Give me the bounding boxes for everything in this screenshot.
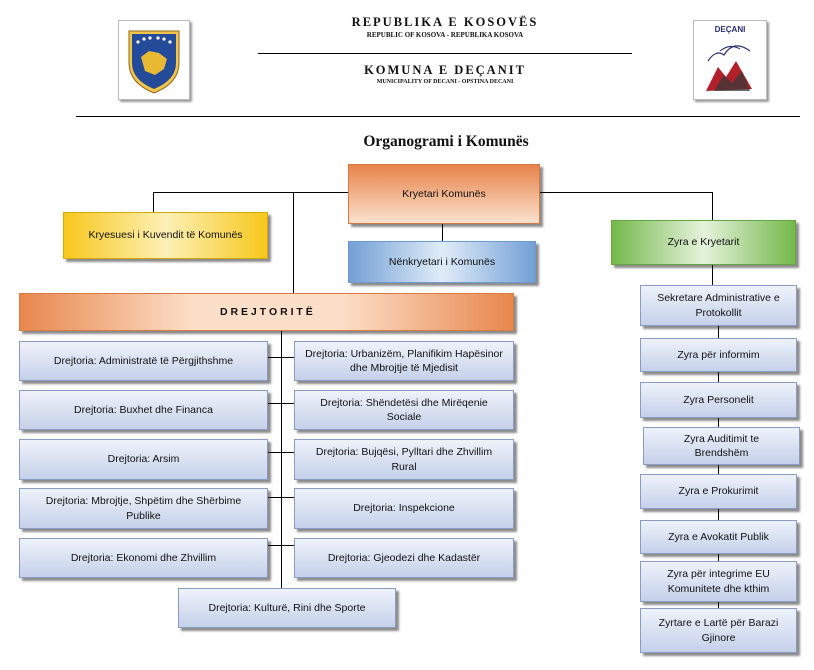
directorate-node: Drejtoria: Buxhet dhe Financa (19, 390, 268, 430)
connector (718, 418, 719, 427)
connector (268, 545, 294, 546)
office-node: Zyra e Avokatit Publik (640, 520, 797, 554)
office-node: Zyra Auditimit te Brendshëm (643, 427, 800, 465)
office-node: Zyra për informim (640, 338, 797, 372)
connector (153, 192, 154, 212)
connector (712, 192, 713, 220)
decani-logo: DEÇANI (693, 20, 767, 100)
connector (718, 372, 719, 382)
office-node: Sekretare Administrative e Protokollit (640, 285, 797, 326)
office-node: Zyra për integrime EU Komunitete dhe kth… (640, 561, 797, 602)
republic-title: REPUBLIKA E KOSOVËS (351, 15, 539, 29)
directorates-header: D R E J T O R I T Ë (19, 293, 514, 331)
municipality-title: KOMUNA E DEÇANIT (364, 63, 526, 77)
republic-subtitle: REPUBLIC OF KOSOVA - REPUBLIKA KOSOVA (366, 31, 524, 39)
connector (718, 509, 719, 520)
connector (268, 497, 294, 498)
connector (268, 452, 294, 453)
directorate-node: Drejtoria: Administratë të Përgjithshme (19, 341, 268, 381)
connector (268, 357, 294, 358)
directorate-node: Drejtoria: Shëndetësi dhe Mirëqenie Soci… (294, 390, 514, 430)
coat-of-arms-icon (128, 30, 180, 94)
connector (281, 331, 282, 588)
office-node: Zyrtare e Lartë për Barazi Gjinore (640, 608, 797, 653)
directorate-node: Drejtoria: Mbrojtje, Shpëtim dhe Shërbim… (19, 488, 268, 529)
municipality-subtitle: MUNICIPALITY OF DECANI - OPSTINA DECANI (376, 79, 514, 85)
office-node: Zyra e Prokurimit (640, 474, 797, 509)
header-divider (258, 53, 632, 54)
connector (718, 602, 719, 608)
chart-title: Organogrami i Komunës (363, 133, 529, 150)
directorate-node: Drejtoria: Kulturë, Rini dhe Sporte (178, 588, 396, 628)
logo-text: DEÇANI (714, 25, 746, 34)
mayor-node: Kryetari Komunës (348, 164, 540, 224)
directorate-node: Drejtoria: Urbanizëm, Planifikim Hapësin… (294, 341, 514, 381)
connector (718, 326, 719, 338)
directorate-node: Drejtoria: Inspekcione (294, 488, 514, 529)
connector (442, 224, 443, 241)
connector (268, 403, 294, 404)
directorate-node: Drejtoria: Ekonomi dhe Zhvillim (19, 538, 268, 578)
directorate-node: Drejtoria: Bujqësi, Pylltari dhe Zhvilli… (294, 439, 514, 480)
directorate-node: Drejtoria: Arsim (19, 439, 268, 480)
kosovo-emblem (118, 20, 190, 100)
assembly-chair-node: Kryesuesi i Kuvendit të Komunës (63, 212, 268, 259)
office-node: Zyra Personelit (640, 382, 797, 418)
connector (712, 265, 713, 285)
mayor-office-node: Zyra e Kryetarit (611, 220, 796, 265)
mountain-logo-icon (706, 45, 752, 91)
connector (718, 554, 719, 561)
connector (293, 192, 294, 293)
directorate-node: Drejtoria: Gjeodezi dhe Kadastër (294, 538, 514, 578)
header-rule (76, 116, 800, 117)
connector (718, 465, 719, 474)
deputy-mayor-node: Nënkryetari i Komunës (348, 241, 536, 283)
